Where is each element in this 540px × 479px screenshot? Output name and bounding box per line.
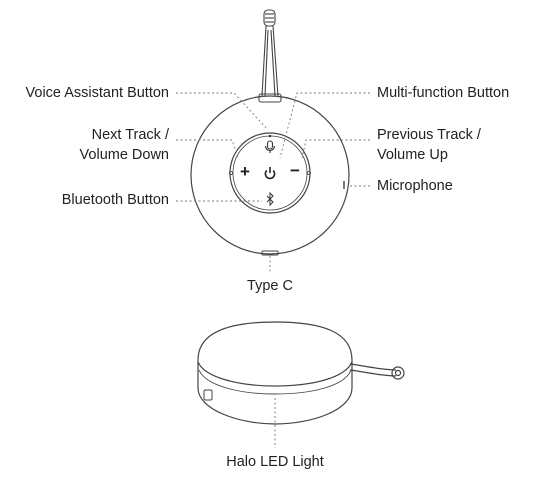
plus-glyph: +: [240, 162, 250, 181]
next-track-line-1: Next Track /: [91, 127, 169, 143]
bluetooth-icon: [266, 191, 274, 207]
bluetooth-label: Bluetooth Button: [61, 192, 169, 208]
leader-lines: [176, 92, 370, 448]
power-icon: [264, 167, 276, 180]
multi-function-label: Multi-function Button: [377, 85, 510, 101]
type-c-label: Type C: [247, 278, 293, 294]
previous-track-line-1: Previous Track /: [377, 127, 481, 143]
next-track-label: Next Track / Volume Down: [80, 125, 169, 165]
voice-mic-icon: [264, 140, 276, 153]
minus-glyph: −: [290, 161, 300, 180]
lanyard-strap: [258, 9, 282, 103]
halo-led-label: Halo LED Light: [226, 454, 324, 470]
previous-track-line-2: Volume Up: [377, 147, 448, 163]
next-track-line-2: Volume Down: [79, 147, 169, 163]
speaker-side-view: [197, 321, 405, 425]
previous-track-label: Previous Track / Volume Up: [377, 125, 481, 165]
speaker-top-view: [190, 95, 350, 256]
microphone-label: Microphone: [377, 178, 453, 194]
voice-assistant-label: Voice Assistant Button: [25, 85, 169, 101]
